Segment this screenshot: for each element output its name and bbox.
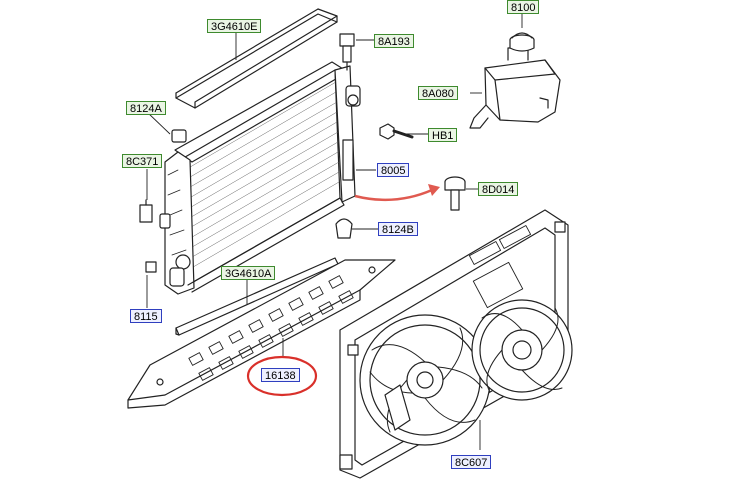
part-label-3g4610a: 3G4610A — [221, 266, 276, 280]
bracket-8c371 — [139, 204, 153, 223]
part-label-8a193: 8A193 — [374, 34, 414, 48]
part-label-8d014: 8D014 — [478, 182, 519, 196]
leader-lines — [146, 14, 523, 450]
lower-deflector — [127, 259, 396, 409]
part-label-8c607: 8C607 — [451, 455, 492, 469]
red-arrow-head — [428, 184, 440, 196]
fitting-8a193 — [339, 33, 355, 71]
highlight-circle — [246, 355, 318, 397]
fitting-8d014 — [444, 176, 466, 211]
fan-shroud — [339, 209, 573, 479]
expansion-tank — [469, 47, 561, 129]
expansion-tank-cap — [509, 32, 535, 52]
top-seal-strip — [175, 8, 338, 109]
part-label-8124a: 8124A — [126, 101, 166, 115]
drain-plug — [145, 261, 157, 273]
part-label-hb1: HB1 — [428, 128, 458, 142]
part-label-8115: 8115 — [130, 309, 162, 323]
red-arrow — [354, 188, 433, 202]
part-label-3g4610e: 3G4610E — [207, 19, 262, 33]
lower-mount-insulator — [335, 218, 353, 239]
upper-mount-insulator — [171, 129, 187, 143]
part-label-8c371: 8C371 — [122, 154, 163, 168]
bolt-hb1 — [379, 123, 414, 140]
part-label-16138: 16138 — [261, 368, 300, 382]
part-label-8a080: 8A080 — [418, 86, 458, 100]
radiator — [159, 61, 361, 295]
part-label-8005: 8005 — [377, 163, 410, 177]
part-label-8124b: 8124B — [378, 222, 418, 236]
part-label-8100: 8100 — [507, 0, 540, 14]
